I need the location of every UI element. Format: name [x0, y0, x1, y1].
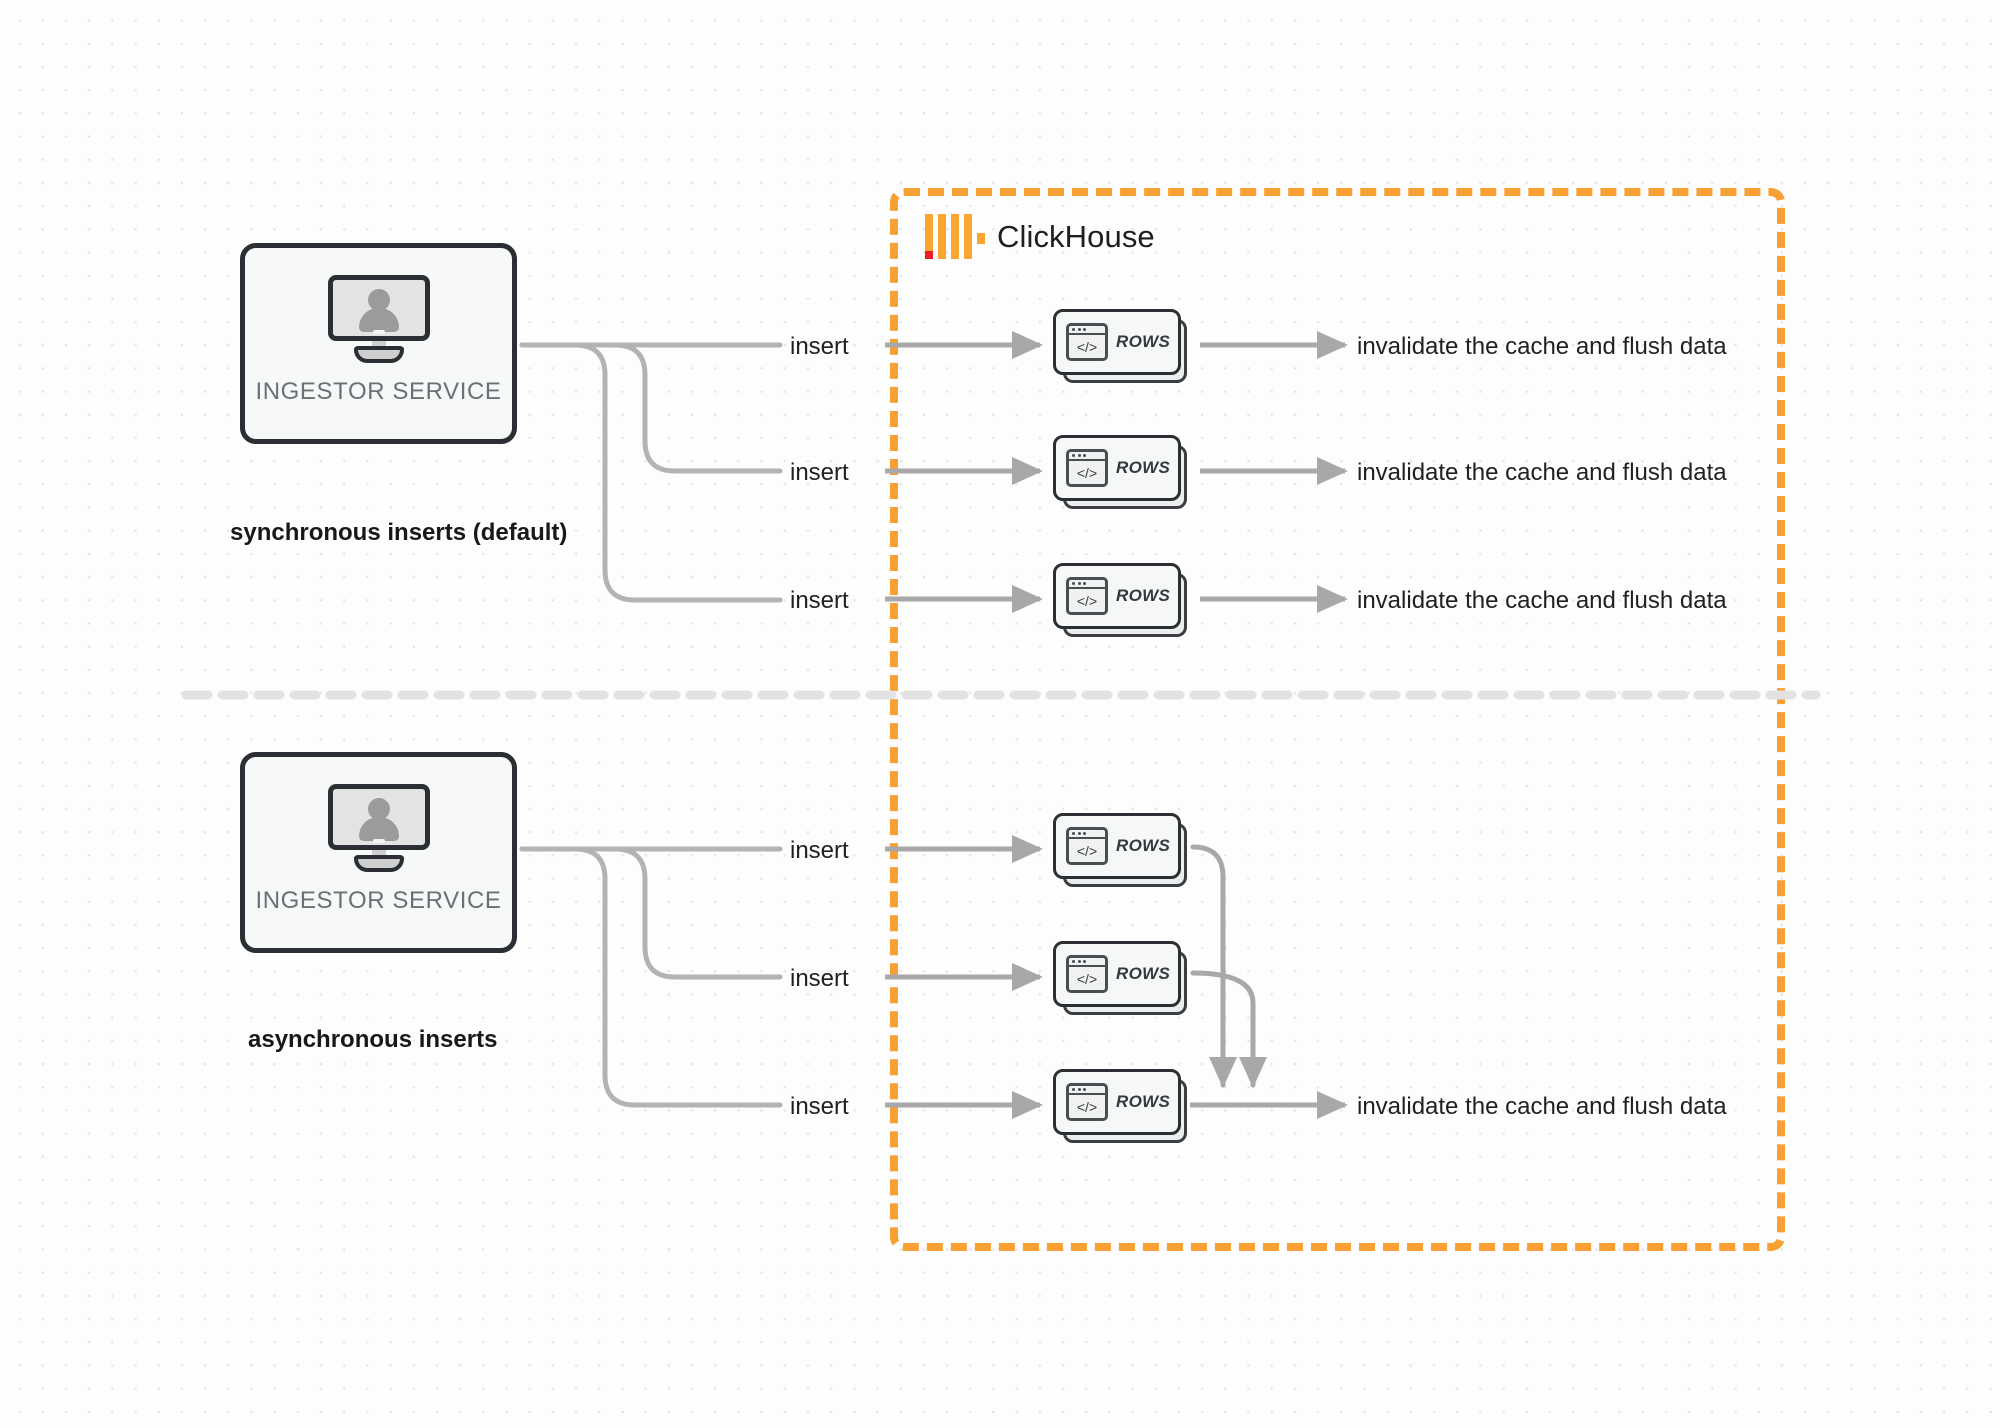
insert-label-sync-1: insert: [790, 333, 849, 360]
rows-card-label: ROWS: [1116, 964, 1171, 983]
ingestor-service-label: INGESTOR SERVICE: [255, 887, 502, 914]
clickhouse-brand: ClickHouse: [925, 214, 1155, 259]
rows-card-front: </> ROWS: [1053, 1069, 1181, 1135]
result-label-async: invalidate the cache and flush data: [1357, 1093, 1727, 1120]
rows-card-async-2[interactable]: </> ROWS: [1053, 941, 1187, 1015]
code-window-icon: </>: [1066, 323, 1108, 361]
rows-card-front: </> ROWS: [1053, 941, 1181, 1007]
rows-card-async-1[interactable]: </> ROWS: [1053, 813, 1187, 887]
result-label-sync-1: invalidate the cache and flush data: [1357, 333, 1727, 360]
clickhouse-boundary: [890, 188, 1785, 1251]
code-window-icon: </>: [1066, 827, 1108, 865]
rows-card-front: </> ROWS: [1053, 435, 1181, 501]
rows-card-front: </> ROWS: [1053, 309, 1181, 375]
insert-label-sync-2: insert: [790, 459, 849, 486]
result-label-sync-2: invalidate the cache and flush data: [1357, 459, 1727, 486]
sync-fanout-connectors: [519, 342, 783, 603]
rows-card-front: </> ROWS: [1053, 813, 1181, 879]
monitor-user-icon: [327, 275, 430, 363]
rows-card-sync-1[interactable]: </> ROWS: [1053, 309, 1187, 383]
async-fanout-connectors: [519, 846, 783, 1108]
code-window-icon: </>: [1066, 577, 1108, 615]
rows-card-sync-3[interactable]: </> ROWS: [1053, 563, 1187, 637]
rows-card-label: ROWS: [1116, 332, 1171, 351]
rows-card-front: </> ROWS: [1053, 563, 1181, 629]
result-label-sync-3: invalidate the cache and flush data: [1357, 587, 1727, 614]
rows-card-label: ROWS: [1116, 836, 1171, 855]
sidebar-item-ingestor-service-async[interactable]: INGESTOR SERVICE: [240, 752, 517, 953]
async-merge-connectors: [1190, 844, 1267, 1089]
ingestor-service-label: INGESTOR SERVICE: [255, 378, 502, 405]
insert-label-async-1: insert: [790, 837, 849, 864]
section-caption-async: asynchronous inserts: [248, 1026, 498, 1053]
insert-label-sync-3: insert: [790, 587, 849, 614]
rows-card-async-3[interactable]: </> ROWS: [1053, 1069, 1187, 1143]
code-window-icon: </>: [1066, 955, 1108, 993]
rows-card-label: ROWS: [1116, 458, 1171, 477]
insert-label-async-2: insert: [790, 965, 849, 992]
code-window-icon: </>: [1066, 1083, 1108, 1121]
monitor-user-icon: [327, 784, 430, 872]
rows-card-label: ROWS: [1116, 586, 1171, 605]
sync-result-arrows: [1200, 331, 1349, 614]
clickhouse-title: ClickHouse: [997, 218, 1155, 254]
async-insert-arrows: [885, 835, 1044, 1120]
rows-card-label: ROWS: [1116, 1092, 1171, 1111]
sync-insert-arrows: [885, 331, 1044, 614]
clickhouse-logo-icon: [925, 214, 985, 259]
code-window-icon: </>: [1066, 449, 1108, 487]
section-caption-sync: synchronous inserts (default): [230, 519, 568, 546]
rows-card-sync-2[interactable]: </> ROWS: [1053, 435, 1187, 509]
sidebar-item-ingestor-service-sync[interactable]: INGESTOR SERVICE: [240, 243, 517, 444]
insert-label-async-3: insert: [790, 1093, 849, 1120]
